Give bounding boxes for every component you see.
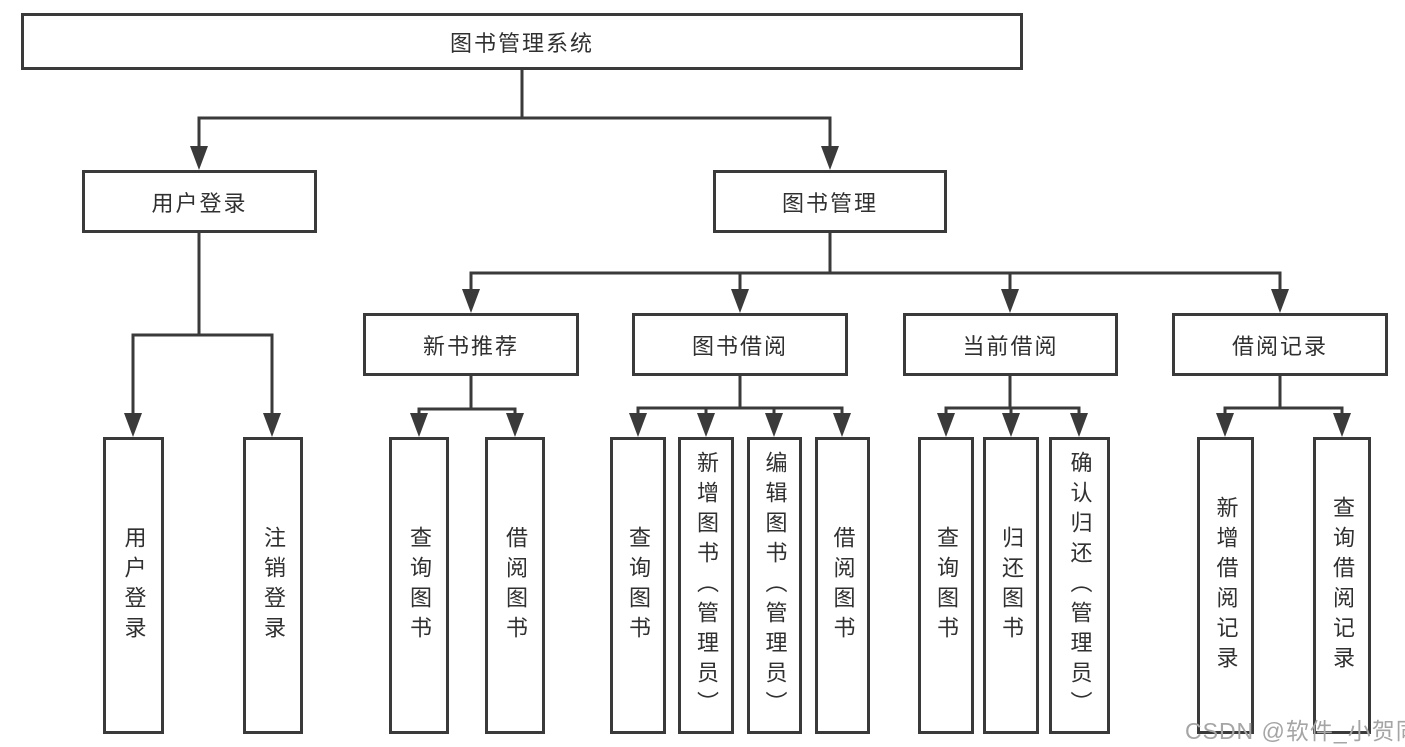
connector-bookmgmt-rail xyxy=(469,271,1282,291)
leaf-label: 借阅图书 xyxy=(503,525,528,646)
leaf-query-books-recommend: 查询图书 xyxy=(389,437,449,734)
node-book-borrow: 图书借阅 xyxy=(632,313,848,376)
leaf-query-borrow-record: 查询借阅记录 xyxy=(1313,437,1371,734)
arrowheads xyxy=(124,146,1351,437)
leaf-label: 查询图书 xyxy=(934,525,959,646)
leaf-label: 查询图书 xyxy=(407,525,432,646)
leaf-label: 用户登录 xyxy=(121,525,147,646)
leaf-query-books-current: 查询图书 xyxy=(918,437,974,734)
leaf-add-book-admin: 新增图书（管理员） xyxy=(678,437,734,734)
leaf-edit-book-admin: 编辑图书（管理员） xyxy=(747,437,802,734)
node-current-borrow: 当前借阅 xyxy=(903,313,1118,376)
leaf-borrow-books-recommend: 借阅图书 xyxy=(485,437,545,734)
leaf-query-books-borrow: 查询图书 xyxy=(610,437,666,734)
leaf-label: 借阅图书 xyxy=(830,525,856,646)
node-library-management-system: 图书管理系统 xyxy=(21,13,1023,70)
node-borrow-records: 借阅记录 xyxy=(1172,313,1388,376)
node-book-management: 图书管理 xyxy=(713,170,947,233)
node-new-book-recommend: 新书推荐 xyxy=(363,313,579,376)
leaf-label: 归还图书 xyxy=(999,525,1024,646)
leaf-label: 新增借阅记录 xyxy=(1213,495,1239,676)
leaf-add-borrow-record: 新增借阅记录 xyxy=(1197,437,1254,734)
connector-newbooks-rail xyxy=(417,407,517,415)
leaf-label: 查询图书 xyxy=(626,525,651,646)
node-user-login: 用户登录 xyxy=(82,170,317,233)
leaf-borrow-books: 借阅图书 xyxy=(815,437,870,734)
leaf-logout: 注销登录 xyxy=(243,437,303,734)
leaf-label: 查询借阅记录 xyxy=(1330,495,1355,676)
leaf-user-login: 用户登录 xyxy=(103,437,164,734)
leaf-label: 确认归还（管理员） xyxy=(1067,450,1093,721)
csdn-watermark: CSDN @软件_小贺同学 xyxy=(1185,718,1405,744)
connector-root-rail xyxy=(197,116,832,148)
connector-userlogin-rail xyxy=(131,333,274,415)
connector-bookborrow-rail xyxy=(636,406,844,415)
leaf-label: 编辑图书（管理员） xyxy=(762,450,788,721)
leaf-label: 新增图书（管理员） xyxy=(694,450,719,721)
leaf-return-book: 归还图书 xyxy=(983,437,1039,734)
leaf-label: 注销登录 xyxy=(261,525,286,646)
connector-records-rail xyxy=(1223,406,1344,415)
leaf-confirm-return-admin: 确认归还（管理员） xyxy=(1049,437,1110,734)
